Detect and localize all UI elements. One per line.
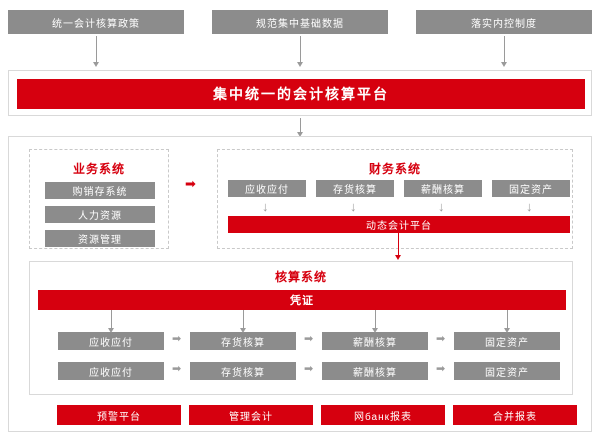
bottom-row-item-1: 管理会计 bbox=[189, 405, 313, 425]
finance-system-block: 财务系统 应收应付 存货核算 薪酬核算 固定资产 ↓ ↓ ↓ ↓ 动态会计平台 bbox=[217, 149, 573, 249]
finance-system-item-1: 存货核算 bbox=[316, 180, 394, 197]
arrow-top-to-platform-1 bbox=[297, 36, 303, 67]
arrow-finance-to-accounting bbox=[395, 233, 401, 260]
business-system-title: 业务系统 bbox=[72, 162, 125, 176]
accounting-system-block: 核算系统 凭证 应收应付 存货核算 薪酬核算 固定资产 应收应付 存货核算 薪酬… bbox=[29, 261, 573, 395]
arrow-voucher-to-row1-2 bbox=[372, 310, 378, 333]
business-system-item-1: 人力资源 bbox=[45, 206, 155, 223]
bottom-row-item-3: 合并报表 bbox=[453, 405, 577, 425]
business-system-item-2: 资源管理 bbox=[45, 230, 155, 247]
accounting-row2-item-2: 薪酬核算 bbox=[322, 362, 428, 380]
top-row: 统一会计核算政策 规范集中基础数据 落实内控制度 bbox=[8, 10, 592, 34]
down-arrow-icon-fin-1: ↓ bbox=[350, 199, 357, 214]
arrow-row2-2-to-3-icon: ➡ bbox=[436, 363, 446, 375]
arrow-business-to-finance-icon: ➡ bbox=[185, 176, 196, 191]
platform-container: 集中统一的会计核算平台 bbox=[8, 70, 592, 116]
main-frame: 业务系统 购销存系统 人力资源 资源管理 ➡ 财务系统 应收应付 存货核算 薪酬… bbox=[8, 136, 592, 432]
platform-bar: 集中统一的会计核算平台 bbox=[17, 79, 585, 109]
arrow-top-to-platform-2 bbox=[501, 36, 507, 67]
down-arrow-icon-fin-3: ↓ bbox=[526, 199, 533, 214]
bottom-row-item-0: 预警平台 bbox=[57, 405, 181, 425]
accounting-row1-item-0: 应收应付 bbox=[58, 332, 164, 350]
down-arrow-icon-fin-2: ↓ bbox=[438, 199, 445, 214]
voucher-bar: 凭证 bbox=[38, 290, 566, 310]
accounting-row2-item-0: 应收应付 bbox=[58, 362, 164, 380]
business-system-block: 业务系统 购销存系统 人力资源 资源管理 bbox=[29, 149, 169, 249]
business-system-item-0: 购销存系统 bbox=[45, 182, 155, 199]
bottom-row: 预警平台 管理会计 网банк报表 合并报表 bbox=[29, 405, 577, 425]
arrow-voucher-to-row1-3 bbox=[504, 310, 510, 333]
arrow-row1-2-to-3-icon: ➡ bbox=[436, 333, 446, 345]
finance-system-title: 财务系统 bbox=[368, 162, 421, 176]
arrow-top-to-platform-0 bbox=[93, 36, 99, 67]
arrow-row2-1-to-2-icon: ➡ bbox=[304, 363, 314, 375]
finance-system-item-2: 薪酬核算 bbox=[404, 180, 482, 197]
dynamic-accounting-platform-bar: 动态会计平台 bbox=[228, 216, 570, 233]
accounting-row1-item-3: 固定资产 bbox=[454, 332, 560, 350]
arrow-row1-0-to-1-icon: ➡ bbox=[172, 333, 182, 345]
top-row-item-1: 规范集中基础数据 bbox=[212, 10, 388, 34]
accounting-row2-item-3: 固定资产 bbox=[454, 362, 560, 380]
arrow-row2-0-to-1-icon: ➡ bbox=[172, 363, 182, 375]
arrow-voucher-to-row1-0 bbox=[108, 310, 114, 333]
accounting-row2-item-1: 存货核算 bbox=[190, 362, 296, 380]
accounting-row1-item-2: 薪酬核算 bbox=[322, 332, 428, 350]
top-row-item-2: 落实内控制度 bbox=[416, 10, 592, 34]
accounting-system-title: 核算系统 bbox=[274, 270, 327, 284]
arrow-row1-1-to-2-icon: ➡ bbox=[304, 333, 314, 345]
finance-system-item-0: 应收应付 bbox=[228, 180, 306, 197]
finance-system-item-3: 固定资产 bbox=[492, 180, 570, 197]
bottom-row-item-2: 网банк报表 bbox=[321, 405, 445, 425]
down-arrow-icon-fin-0: ↓ bbox=[262, 199, 269, 214]
accounting-row1-item-1: 存货核算 bbox=[190, 332, 296, 350]
arrow-voucher-to-row1-1 bbox=[240, 310, 246, 333]
top-row-item-0: 统一会计核算政策 bbox=[8, 10, 184, 34]
arrow-platform-to-frame bbox=[297, 118, 303, 137]
